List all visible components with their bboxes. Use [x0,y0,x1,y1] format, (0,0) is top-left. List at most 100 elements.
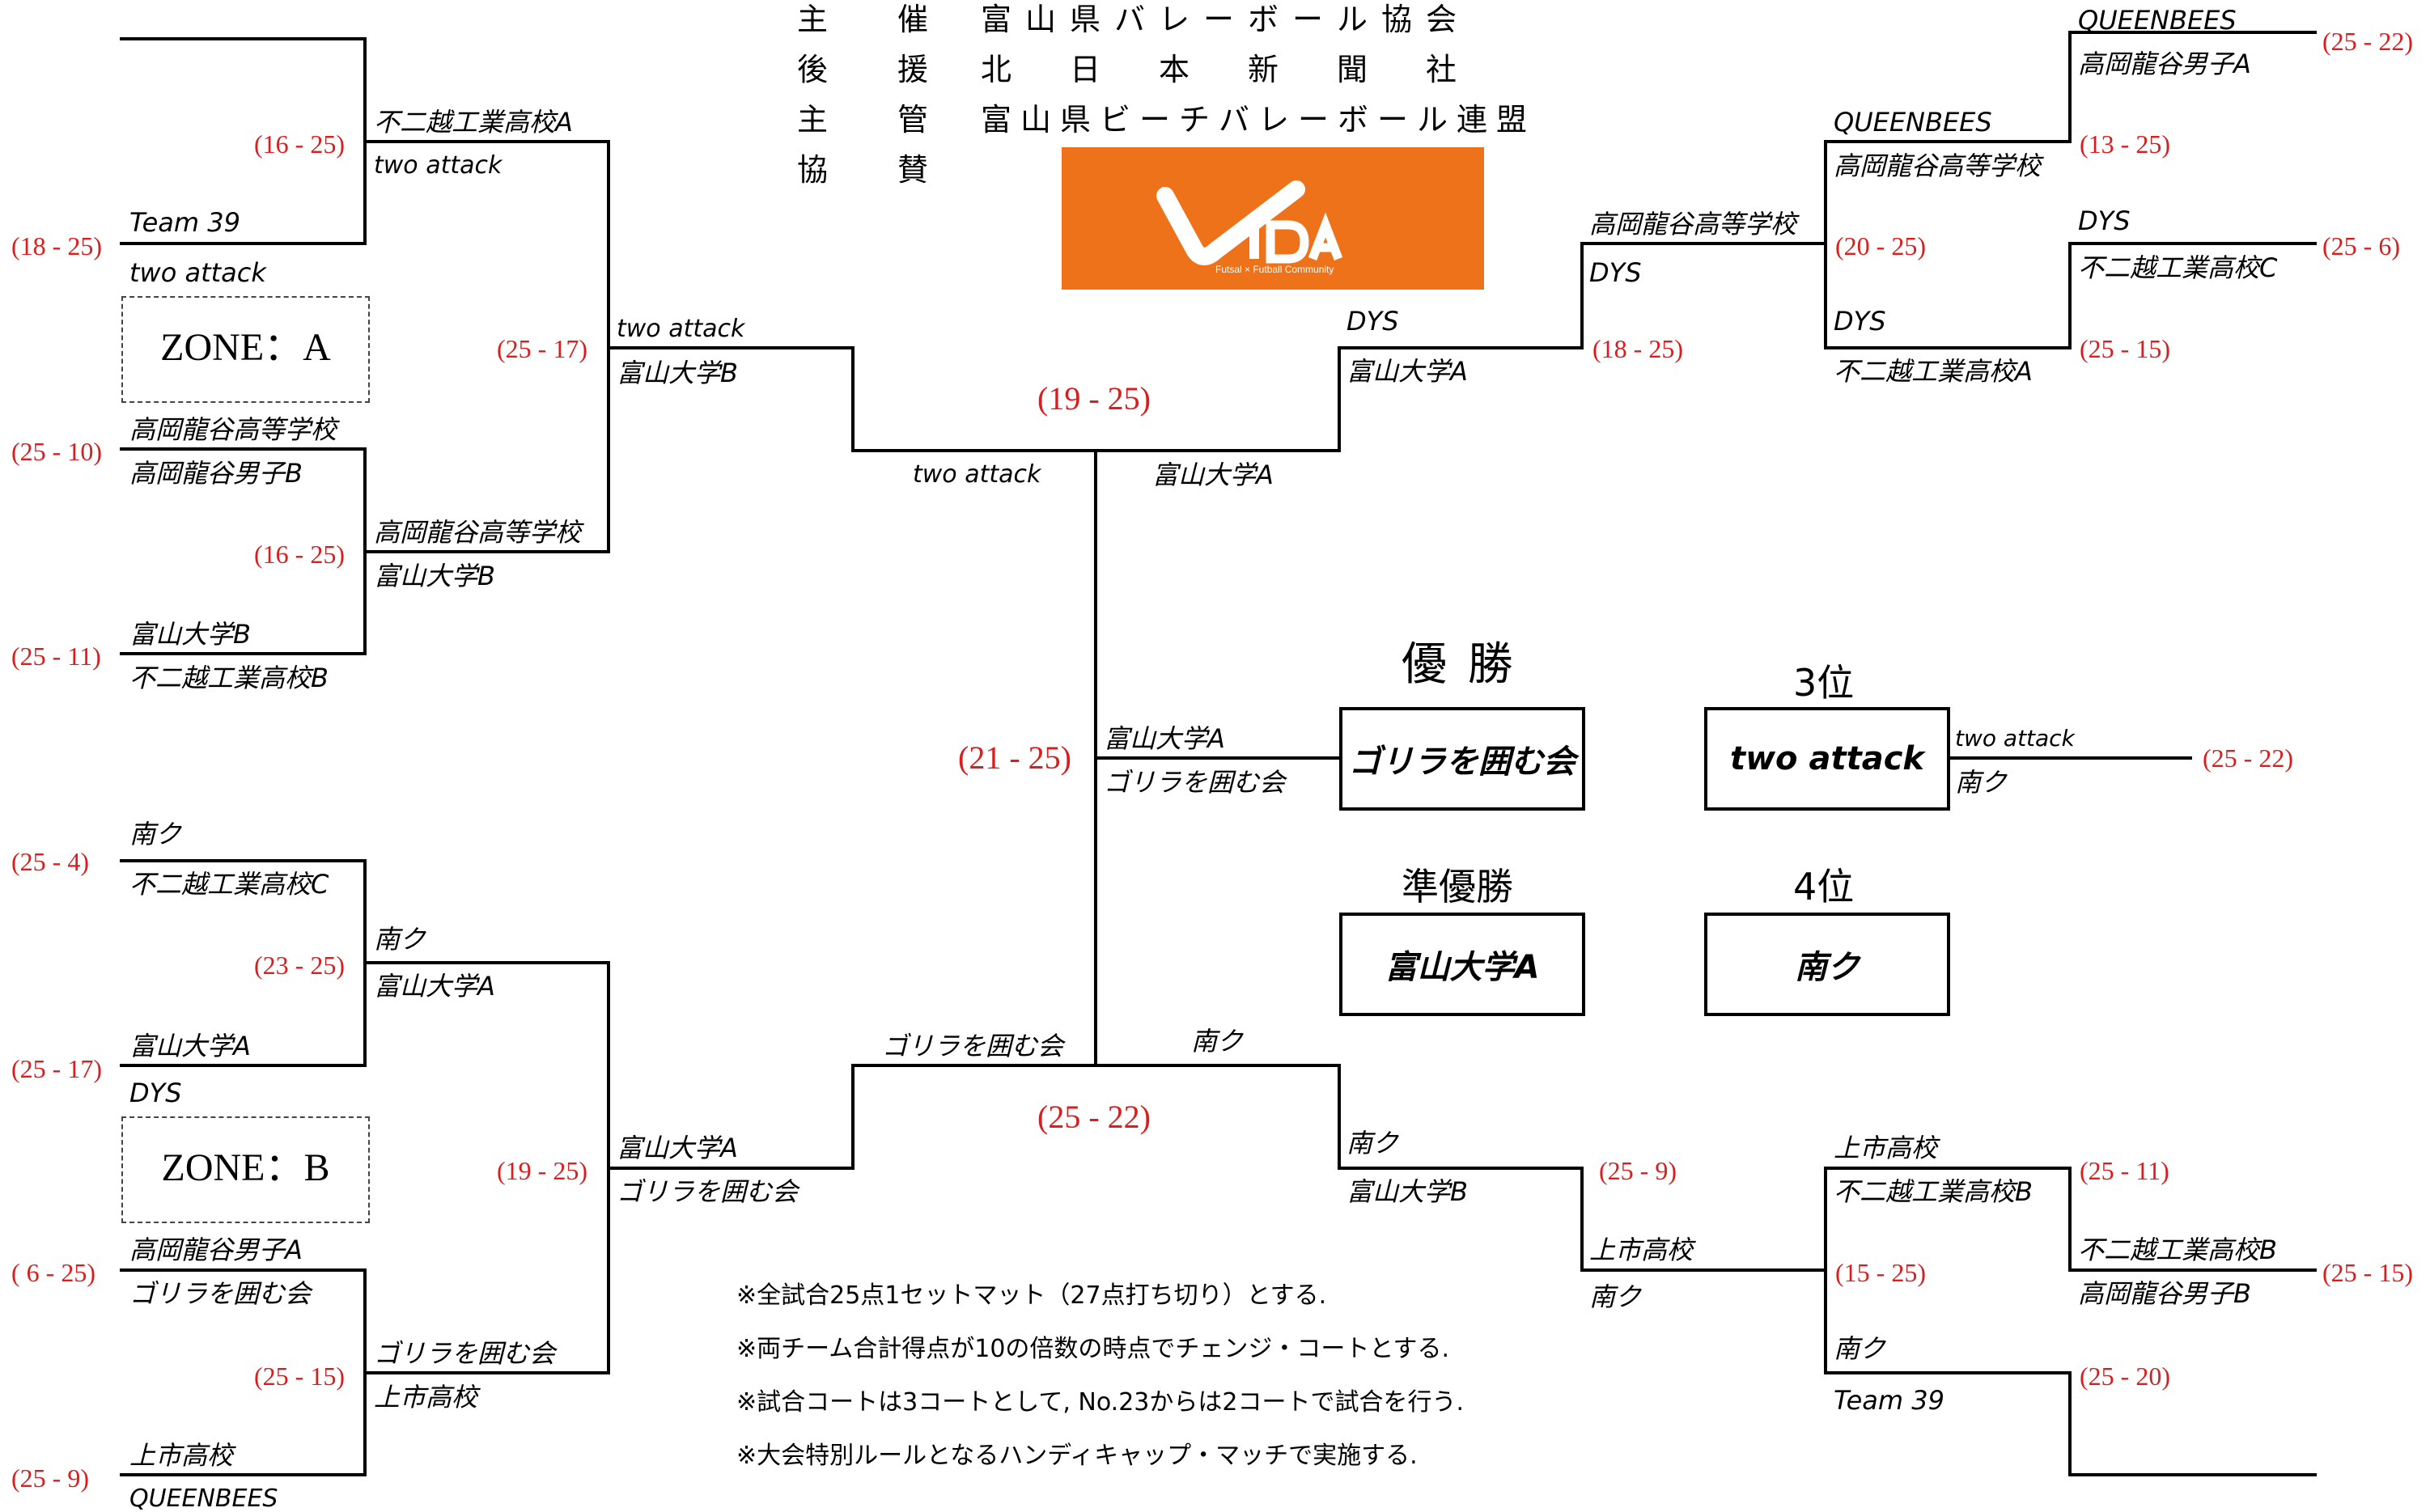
team-label: ゴリラを囲む会 [617,1176,799,1207]
team-label: two attack [129,257,266,288]
rule-note: ※全試合25点1セットマット（27点打ち切り）とする. [736,1281,1327,1310]
match-score: (13 - 25) [2080,129,2170,159]
team-label: 富山大学A [1152,460,1274,490]
match-score: (16 - 25) [254,540,345,569]
team-label: 上市高校 [1834,1133,1938,1163]
match-score: (25 - 22) [2322,27,2413,56]
match-score: (18 - 25) [11,231,102,260]
team-label: Team 39 [129,207,240,238]
vida-logo: Futsal × Futball Community [1062,147,1484,290]
team-label: DYS [1834,306,1886,337]
winner-box: ゴリラを囲む会 [1339,707,1585,811]
team-label: 富山大学B [617,358,738,388]
team-label: 富山大学A [617,1133,738,1163]
team-label: 富山大学A [129,1031,251,1061]
team-label: 高岡龍谷高等学校 [1834,150,2042,181]
supporter-value: 北日本新聞社 [981,52,1516,87]
zone-b-box: ZONE：B [121,1116,370,1223]
team-label: 富山大学A [1346,356,1468,387]
team-label: 不二越工業高校A [374,107,573,138]
team-label: 不二越工業高校B [1834,1176,2033,1207]
team-label: two attack [1955,725,2075,752]
team-label: 上市高校 [129,1440,234,1471]
team-label: 高岡龍谷男子B [129,458,303,489]
match-score: ( 6 - 25) [11,1258,95,1287]
final-score: (21 - 25) [958,739,1071,776]
rule-note: ※大会特別ルールとなるハンディキャップ・マッチで実施する. [736,1442,1418,1470]
match-score: (25 - 9) [1599,1156,1677,1185]
match-score: (25 - 9) [11,1463,89,1493]
team-label: 上市高校 [1589,1235,1694,1265]
team-label: 富山大学A [1104,723,1225,754]
match-score: (25 - 20) [2080,1362,2170,1391]
team-label: QUEENBEES [2078,5,2237,36]
team-label: 不二越工業高校C [2078,252,2278,283]
team-label: DYS [129,1078,182,1108]
match-score: (25 - 11) [2080,1156,2169,1185]
team-label: 高岡龍谷高等学校 [1589,209,1797,239]
organizer-label: 主 催 [797,2,948,37]
team-label: ゴリラを囲む会 [882,1031,1064,1061]
team-label: 高岡龍谷男子B [2078,1278,2251,1309]
team-label: 南ク [1834,1333,1886,1364]
team-label: two attack [374,151,503,180]
match-score: (25 - 17) [497,334,587,363]
team-label: 富山大学B [129,619,251,650]
match-score: (23 - 25) [254,951,345,980]
rule-note: ※試合コートは3コートとして, No.23からは2コートで試合を行う. [736,1388,1464,1417]
third-box: two attack [1704,707,1950,811]
team-label: 富山大学B [374,561,495,591]
zone-a-box: ZONE：A [121,296,370,403]
supporter-label: 後 援 [797,52,948,87]
team-label: ゴリラを囲む会 [1104,767,1286,798]
match-score: (25 - 22) [1037,1099,1151,1135]
match-score: (25 - 15) [2080,334,2170,363]
team-label: 高岡龍谷高等学校 [129,414,337,445]
match-score: (15 - 25) [1835,1258,1926,1287]
fourth-box: 南ク [1704,913,1950,1016]
team-label: DYS [2078,205,2131,236]
team-label: 南ク [1589,1281,1642,1312]
management-label: 主 管 [797,102,948,138]
team-label: 南ク [1955,767,2008,798]
team-label: 富山大学A [374,971,495,1002]
team-label: 不二越工業高校C [129,869,329,900]
match-score: (25 - 15) [254,1362,345,1391]
match-score: (25 - 11) [11,642,101,671]
match-score: (25 - 4) [11,847,89,876]
match-score: (16 - 25) [254,129,345,159]
match-score: (25 - 6) [2322,231,2400,260]
match-score: (25 - 17) [11,1054,102,1083]
team-label: two attack [913,460,1041,489]
team-label: 南ク [374,924,426,955]
team-label: Team 39 [1834,1385,1944,1416]
match-score: (19 - 25) [497,1156,587,1185]
match-score: (19 - 25) [1037,380,1151,417]
team-label: 不二越工業高校A [1834,356,2033,387]
team-label: QUEENBEES [1834,107,1992,138]
rule-note: ※両チーム合計得点が10の倍数の時点でチェンジ・コートとする. [736,1335,1450,1363]
team-label: 高岡龍谷高等学校 [374,517,582,548]
team-label: 上市高校 [374,1382,478,1412]
match-score: (25 - 10) [11,437,102,466]
runner-up-box: 富山大学A [1339,913,1585,1016]
team-label: 南ク [1191,1026,1244,1057]
team-label: 不二越工業高校B [129,663,329,693]
team-label: ゴリラを囲む会 [129,1278,312,1309]
third-label: 3位 [1793,661,1855,705]
management-value: 富山県ビーチバレーボール連盟 [981,102,1537,138]
logo-tagline: Futsal × Futball Community [1215,264,1334,275]
fourth-label: 4位 [1793,865,1855,908]
winner-label: 優 勝 [1402,638,1516,691]
team-label: 富山大学B [1346,1176,1468,1207]
team-label: QUEENBEES [129,1484,278,1512]
team-label: 高岡龍谷男子A [129,1235,303,1265]
team-label: ゴリラを囲む会 [374,1338,556,1369]
vida-logo-icon [1156,180,1343,265]
match-score: (20 - 25) [1835,231,1926,260]
team-label: 南ク [1346,1128,1399,1158]
runner-up-label: 準優勝 [1402,865,1513,908]
